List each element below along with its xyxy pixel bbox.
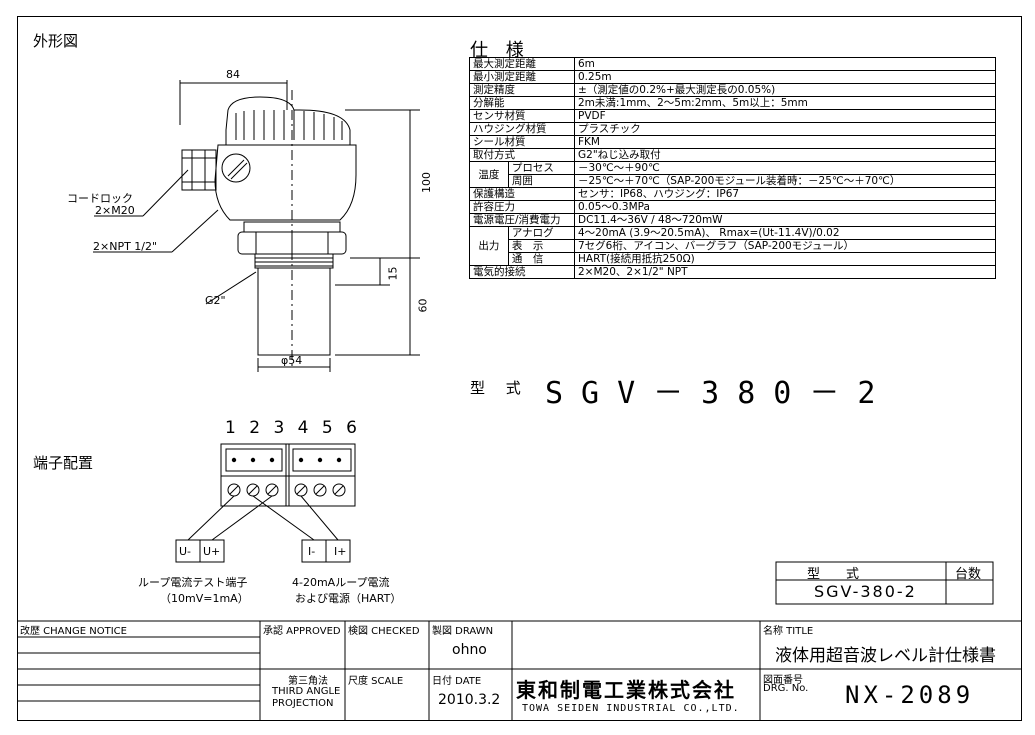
- terminal-caption-right-2: および電源（HART）: [295, 592, 402, 605]
- title-label: 名称 TITLE: [763, 626, 814, 637]
- terminal-u-minus: U-: [179, 545, 192, 558]
- projection-en-2: PROJECTION: [272, 698, 334, 709]
- model-value: SGV－380－2: [545, 376, 894, 411]
- terminal-i-minus: I-: [308, 545, 316, 558]
- date-value: 2010.3.2: [438, 692, 501, 708]
- drawn-label: 製図 DRAWN: [432, 626, 494, 637]
- terminal-u-plus: U+: [203, 545, 221, 558]
- terminal-numbers: 1 2 3 4 5 6: [225, 418, 361, 438]
- company-name-jp: 東和制電工業株式会社: [516, 678, 736, 702]
- dim-diameter: φ54: [281, 354, 303, 367]
- g2-label: G2": [205, 294, 226, 307]
- model-box-value: SGV-380-2: [814, 582, 917, 601]
- scale-label: 尺度 SCALE: [348, 676, 404, 687]
- drawing-sheet: [17, 16, 1022, 721]
- terminal-caption-left-1: ループ電流テスト端子: [138, 576, 248, 589]
- terminal-title: 端子配置: [33, 454, 94, 472]
- drawn-by: ohno: [452, 642, 487, 658]
- terminal-caption-left-2: （10mV=1mA）: [160, 592, 249, 605]
- projection-jp: 第三角法: [288, 676, 328, 687]
- spec-row: 保護構造センサ：IP68、ハウジング：IP67: [469, 187, 996, 201]
- npt-label: 2×NPT 1/2": [93, 240, 158, 253]
- terminal-caption-right-1: 4-20mAループ電流: [292, 576, 390, 589]
- dim-width: 84: [226, 68, 240, 81]
- checked-label: 検図 CHECKED: [348, 626, 420, 637]
- cord-lock-size: 2×M20: [95, 204, 135, 217]
- projection-en-1: THIRD ANGLE: [272, 686, 341, 697]
- drawing-number: NX-2089: [845, 681, 975, 709]
- model-box-qty-header: 台数: [955, 567, 982, 582]
- date-label: 日付 DATE: [432, 676, 482, 687]
- change-notice-label: 改歴 CHANGE NOTICE: [20, 626, 127, 637]
- drg-label-jp: 図面番号: [763, 675, 803, 686]
- terminal-i-plus: I+: [334, 545, 347, 558]
- company-name-en: TOWA SEIDEN INDUSTRIAL CO.,LTD.: [522, 703, 740, 714]
- model-box-header: 型 式: [807, 567, 860, 582]
- drg-label-en: DRG. No.: [763, 683, 809, 694]
- approved-label: 承認 APPROVED: [263, 626, 341, 637]
- spec-row: 測定精度±（測定値の0.2%+最大測定長の0.05%): [469, 83, 996, 97]
- spec-title: 仕 様: [470, 40, 530, 61]
- drawing-title: 液体用超音波レベル計仕様書: [775, 646, 996, 666]
- outline-label: 外形図: [33, 32, 79, 50]
- model-label: 型 式: [470, 379, 529, 397]
- cord-lock-label: コードロック: [67, 192, 133, 205]
